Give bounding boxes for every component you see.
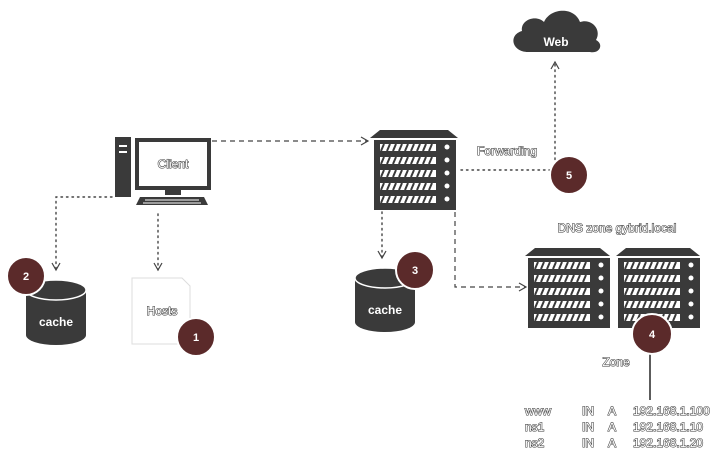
zone-records: www IN A 192.168.1.100 ns1 IN A 192.168.… (523, 403, 710, 450)
keyboard (136, 197, 208, 205)
dns-zone-label: DNS zone gybrid.local (558, 221, 677, 235)
step-badge-4: 4 (631, 313, 673, 355)
zone-server-left (525, 248, 610, 328)
cache-left: cache (25, 279, 87, 345)
record-ip: 192.168.1.10 (633, 420, 703, 434)
record-ip: 192.168.1.20 (633, 436, 703, 450)
record-type: A (608, 420, 616, 434)
hosts-file: Hosts (131, 277, 191, 345)
record-row: ns1 IN A 192.168.1.10 (524, 419, 703, 434)
record-class: IN (582, 420, 594, 434)
server-to-zone-arrow (454, 212, 528, 292)
record-name: www (524, 404, 551, 418)
web-cloud: Web (513, 10, 601, 53)
step-badge-2: 2 (6, 256, 46, 296)
step-number: 3 (412, 265, 418, 277)
record-type: A (608, 436, 616, 450)
record-name: ns2 (525, 436, 545, 450)
client-to-cache-arrow (51, 196, 113, 272)
step-number: 2 (23, 271, 29, 283)
client-label: Client (158, 157, 189, 171)
step-badge-3: 3 (395, 250, 435, 290)
step-number: 1 (193, 332, 199, 344)
step-number: 5 (566, 170, 572, 182)
record-row: www IN A 192.168.1.100 (523, 403, 710, 418)
cache-left-label: cache (39, 315, 73, 329)
dns-server (370, 130, 458, 210)
step-badge-5: 5 (549, 155, 589, 195)
record-ip: 192.168.1.100 (633, 404, 710, 418)
web-label: Web (543, 35, 568, 49)
record-row: ns2 IN A 192.168.1.20 (524, 435, 703, 450)
hosts-label: Hosts (147, 304, 178, 318)
client-computer: Client (115, 137, 211, 205)
step-badge-1: 1 (176, 317, 216, 357)
record-name: ns1 (525, 420, 545, 434)
cache-center-label: cache (368, 303, 402, 317)
zone-label: Zone (602, 355, 630, 369)
record-type: A (608, 404, 616, 418)
forwarding-label: Forwarding (477, 144, 537, 158)
record-class: IN (582, 404, 594, 418)
record-class: IN (582, 436, 594, 450)
step-number: 4 (649, 329, 656, 341)
